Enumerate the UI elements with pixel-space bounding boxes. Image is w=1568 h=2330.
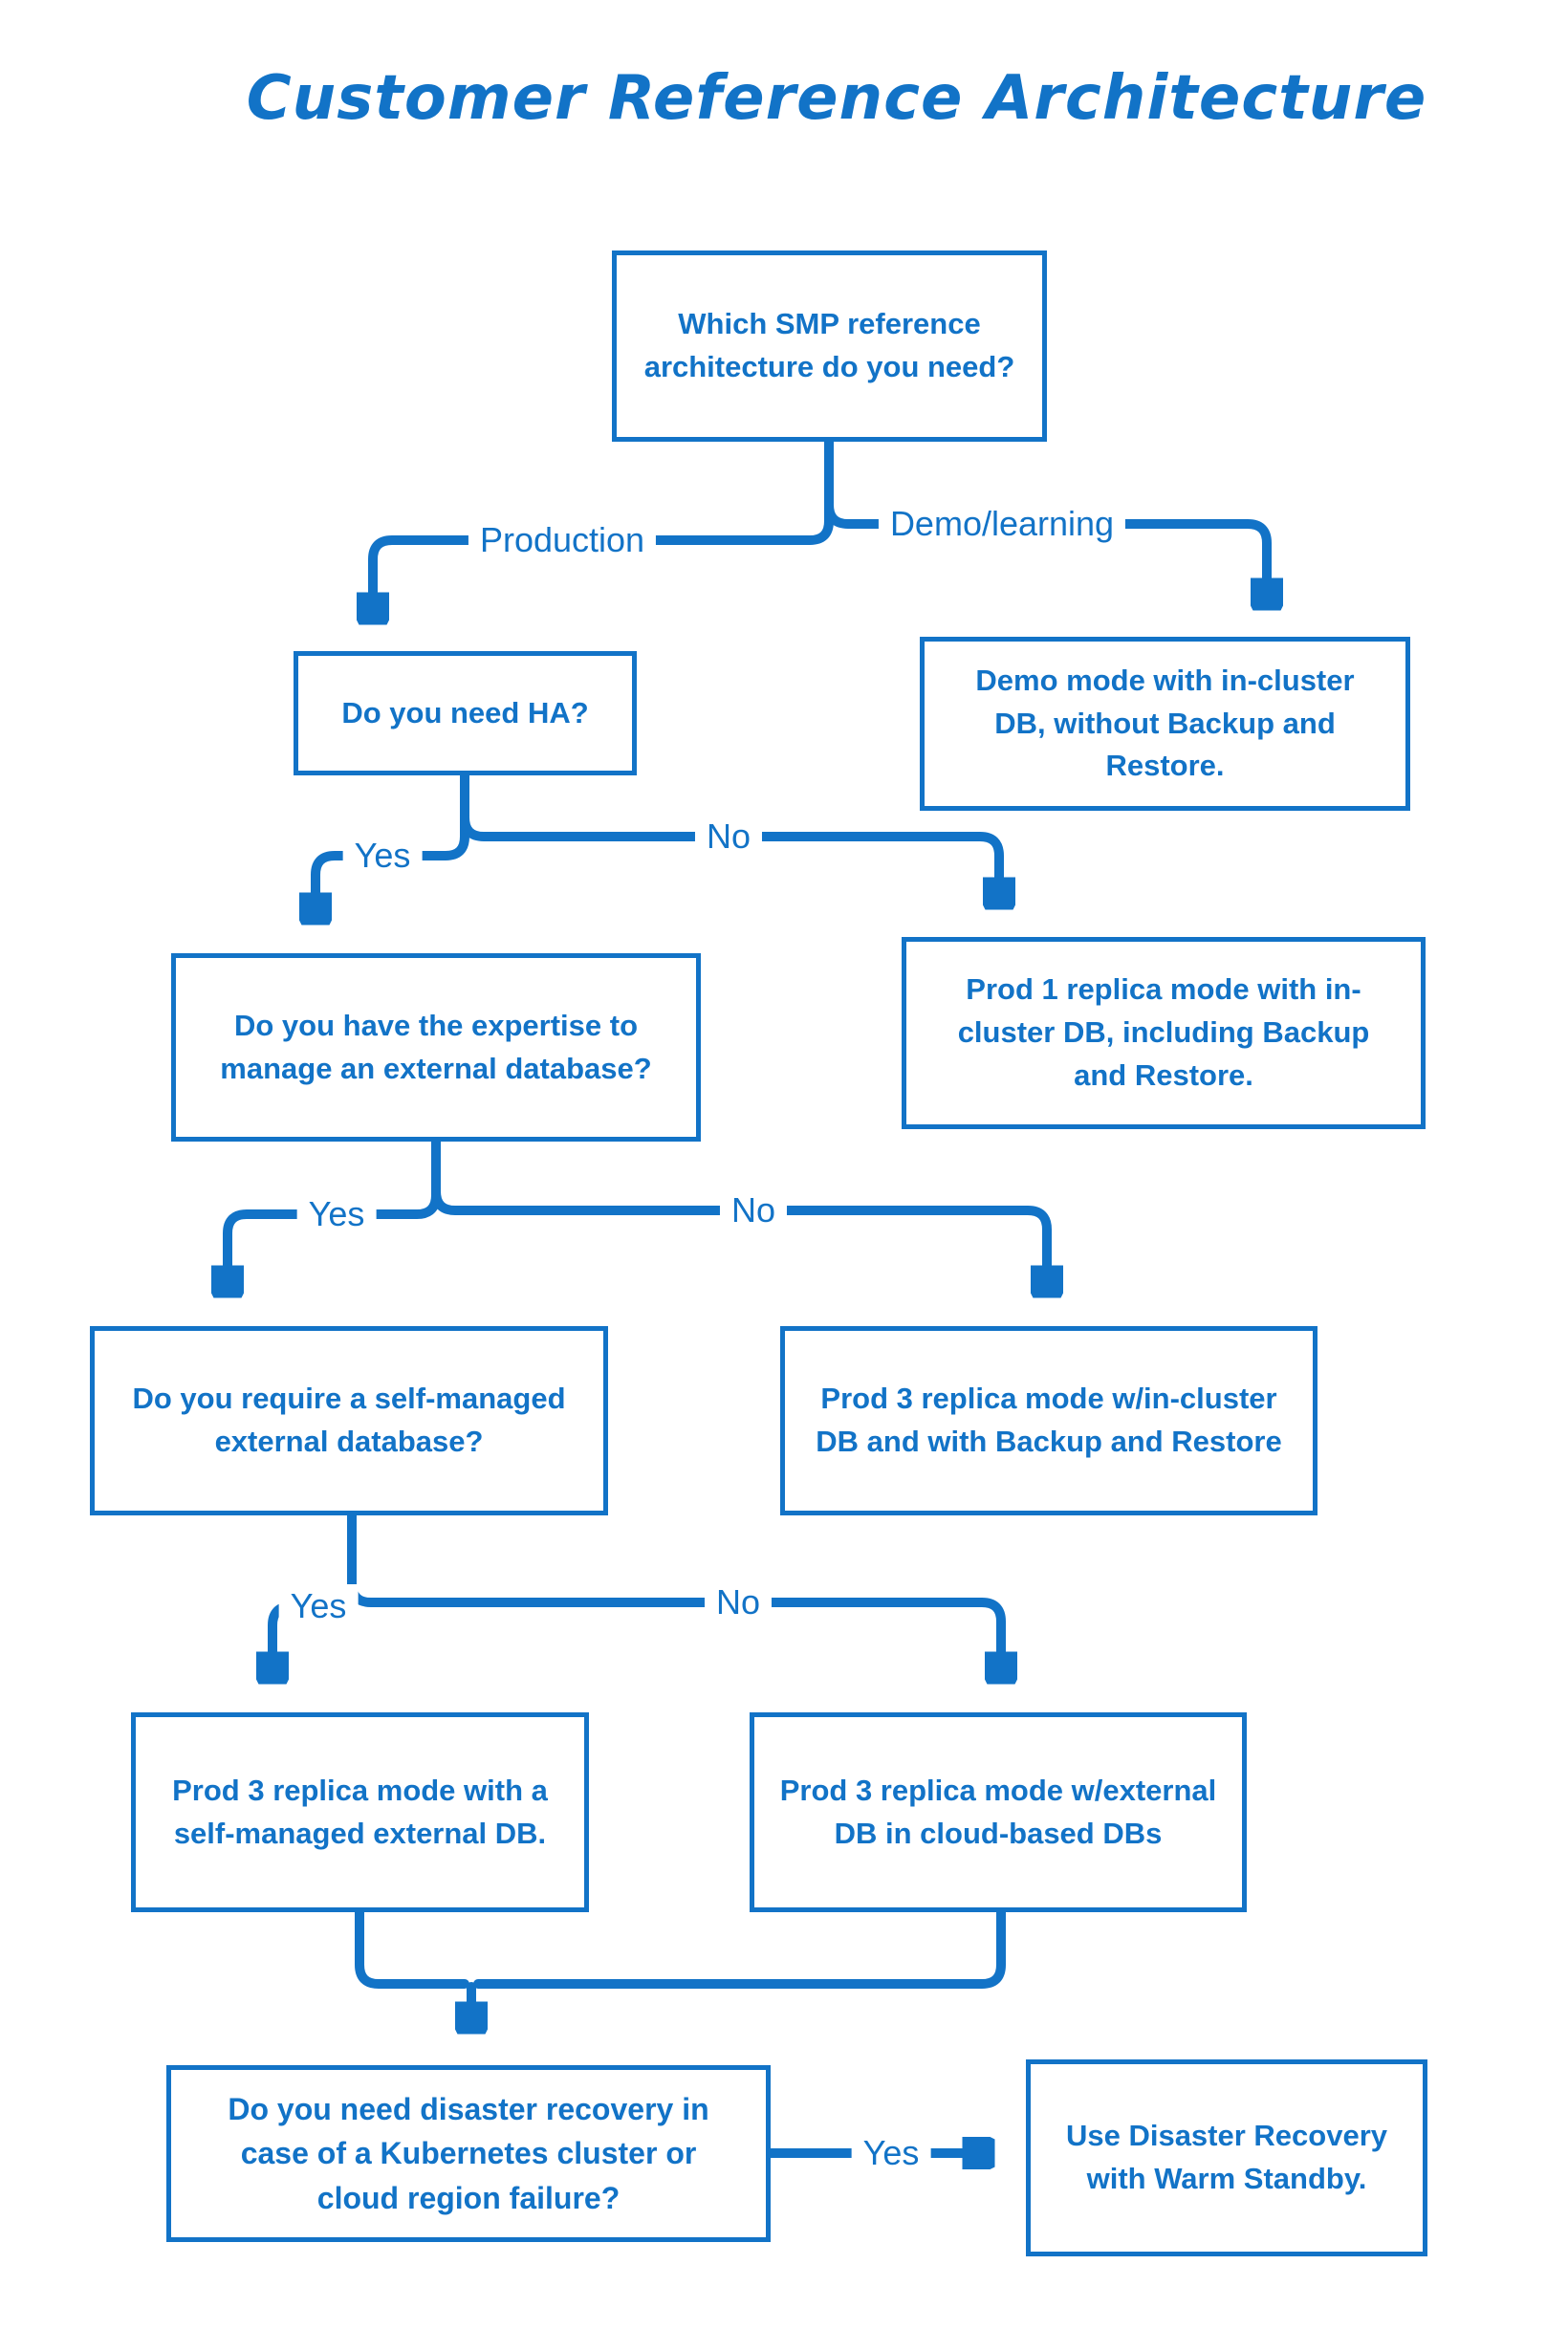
branch-label-selfmanaged-yes: Yes (278, 1584, 359, 1628)
node-dr-result: Use Disaster Recovery with Warm Standby. (1026, 2059, 1427, 2256)
edge-ha-no (460, 813, 999, 904)
node-q-ha: Do you need HA? (294, 651, 637, 775)
branch-label-ha-yes: Yes (342, 834, 423, 878)
node-demo-result: Demo mode with in-cluster DB, without Ba… (920, 637, 1410, 811)
branch-label-selfmanaged-no: No (704, 1580, 773, 1624)
node-q-dr: Do you need disaster recovery in case of… (166, 2065, 771, 2242)
edge-selfmanaged-no (347, 1579, 1001, 1679)
node-q-which: Which SMP reference architecture do you … (612, 250, 1047, 442)
branch-label-demo-learning: Demo/learning (878, 502, 1126, 546)
node-prod3-cloud-result: Prod 3 replica mode w/external DB in clo… (750, 1712, 1247, 1912)
node-prod3-selfmanaged-result: Prod 3 replica mode with a self-managed … (131, 1712, 589, 1912)
node-prod1-result: Prod 1 replica mode with in-cluster DB, … (902, 937, 1426, 1129)
branch-label-ha-no: No (694, 815, 763, 859)
node-prod3-incluster-result: Prod 3 replica mode w/in-cluster DB and … (780, 1326, 1318, 1515)
branch-label-expertise-yes: Yes (296, 1192, 377, 1236)
edge-merge-left (355, 1907, 469, 1989)
node-q-expertise: Do you have the expertise to manage an e… (171, 953, 701, 1142)
edge-expertise-no (431, 1187, 1047, 1293)
edge-which-demo (824, 500, 1267, 605)
branch-label-dr-yes: Yes (851, 2131, 931, 2175)
node-q-selfmanaged: Do you require a self-managed external d… (90, 1326, 608, 1515)
branch-label-production: Production (468, 518, 657, 562)
edge-merge-right (473, 1907, 1006, 1989)
branch-label-expertise-no: No (719, 1188, 788, 1232)
page-title: Customer Reference Architecture (246, 63, 1427, 134)
